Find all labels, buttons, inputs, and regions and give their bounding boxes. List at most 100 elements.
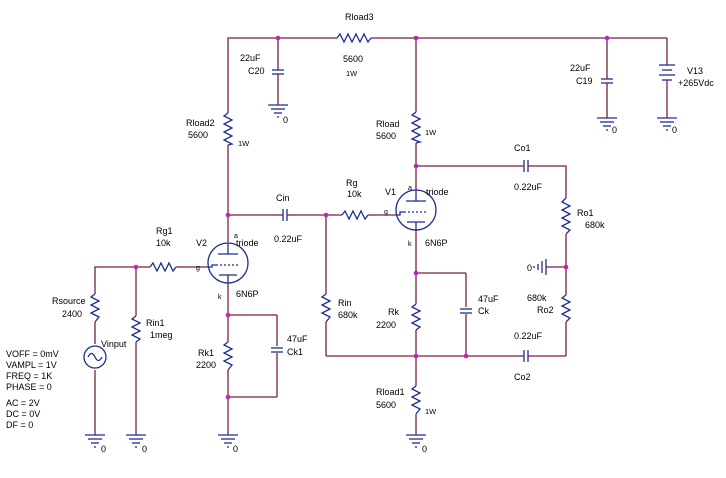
ck1-value: 47uF — [287, 334, 308, 344]
ground-c20-label: 0 — [283, 115, 288, 125]
rload3-value: 5600 — [343, 54, 363, 64]
resistor-rg1: Rg1 10k — [149, 226, 177, 273]
capacitor-co2: 0.22uF Co2 — [514, 331, 543, 382]
co2-name: Co2 — [514, 372, 531, 382]
ground-vinput-label: 0 — [101, 444, 106, 454]
rload2-name: Rload2 — [186, 118, 215, 128]
vinput-param-3: FREQ = 1K — [6, 371, 52, 381]
resistor-rload2: Rload2 5600 1W — [186, 112, 250, 148]
rload-name: Rload — [376, 119, 400, 129]
co1-value: 0.22uF — [514, 182, 543, 192]
triode-v2: a g k V2 triode 6N6P — [196, 233, 259, 301]
co2-value: 0.22uF — [514, 331, 543, 341]
ground-vinput: 0 — [85, 434, 106, 454]
vinput-param-4: PHASE = 0 — [6, 382, 52, 392]
rload2-power: 1W — [238, 139, 250, 148]
c19-name: C19 — [576, 76, 593, 86]
ground-v13-label: 0 — [672, 125, 677, 135]
resistor-ro1: Ro1 680k — [560, 197, 605, 235]
rk-name: Rk — [388, 307, 399, 317]
capacitor-cin: Cin 0.22uF — [274, 193, 303, 244]
resistor-ro2: 680k Ro2 — [527, 293, 572, 323]
ground-c19-label: 0 — [612, 125, 617, 135]
rk1-value: 2200 — [196, 360, 216, 370]
rsource-value: 2400 — [62, 309, 82, 319]
resistor-rload: Rload 5600 1W — [376, 111, 437, 144]
v2-pin-g: g — [196, 265, 200, 272]
ro2-value: 680k — [527, 293, 547, 303]
ground-rload1-label: 0 — [422, 444, 427, 454]
resistor-rg: Rg 10k — [341, 178, 369, 221]
rload-power: 1W — [425, 128, 437, 137]
rin-value: 680k — [338, 310, 358, 320]
ro2-name: Ro2 — [537, 305, 554, 315]
rin1-value: 1meg — [150, 330, 173, 340]
v2-pin-a: a — [234, 233, 238, 240]
rload3-power: 1W — [346, 69, 358, 78]
rg-value: 10k — [347, 189, 362, 199]
v2-name: V2 — [196, 238, 207, 248]
ck1-name: Ck1 — [287, 347, 303, 357]
vinput-param-1: VOFF = 0mV — [6, 349, 59, 359]
rg1-value: 10k — [156, 238, 171, 248]
resistor-rk: Rk 2200 — [376, 303, 422, 331]
ground-ro-label: 0 — [527, 263, 532, 273]
ground-rin1: 0 — [126, 434, 147, 454]
v1-pin-k: k — [408, 241, 412, 248]
triode-v1: a g k V1 triode 6N6P — [384, 185, 449, 248]
v13-value: +265Vdc — [678, 78, 714, 88]
resistor-rin1: Rin1 1meg — [130, 315, 173, 343]
rk1-name: Rk1 — [198, 348, 214, 358]
resistor-rin: Rin 680k — [320, 293, 358, 323]
rload1-name: Rload1 — [376, 387, 405, 397]
vinput-ac-2: DC = 0V — [6, 409, 40, 419]
wires — [94, 37, 668, 435]
vinput-name: Vinput — [101, 339, 127, 349]
capacitor-ck1: 47uF Ck1 — [271, 334, 308, 357]
rin-name: Rin — [338, 298, 352, 308]
capacitor-ck: 47uF Ck — [460, 294, 499, 316]
resistor-rload1: Rload1 5600 1W — [376, 385, 437, 416]
cin-name: Cin — [276, 193, 290, 203]
ac-source-vinput: Vinput VOFF = 0mV VAMPL = 1V FREQ = 1K P… — [6, 339, 127, 430]
rsource-name: Rsource — [52, 296, 86, 306]
vinput-ac-1: AC = 2V — [6, 398, 40, 408]
v1-name: V1 — [385, 187, 396, 197]
rg1-name: Rg1 — [156, 226, 173, 236]
rk-value: 2200 — [376, 320, 396, 330]
ck-value: 47uF — [478, 294, 499, 304]
resistor-rsource: Rsource 2400 — [52, 293, 101, 323]
v1-pin-a: a — [408, 185, 412, 192]
v1-part: 6N6P — [425, 238, 448, 248]
junction-dots — [133, 35, 610, 400]
ground-v13: 0 — [657, 117, 677, 135]
v13-name: V13 — [687, 66, 703, 76]
vinput-ac-3: DF = 0 — [6, 420, 33, 430]
vinput-param-2: VAMPL = 1V — [6, 360, 57, 370]
rload1-power: 1W — [425, 407, 437, 416]
co1-name: Co1 — [514, 143, 531, 153]
c20-name: C20 — [248, 66, 265, 76]
capacitor-c20: 22uF C20 — [240, 53, 284, 77]
v2-pin-k: k — [218, 294, 222, 301]
ground-ro: 0 — [527, 259, 547, 275]
rload3-name: Rload3 — [345, 12, 374, 22]
capacitor-c19: 22uF C19 — [570, 63, 613, 87]
ground-c19: 0 — [597, 117, 617, 135]
v1-pin-g: g — [384, 209, 388, 216]
v2-part: 6N6P — [236, 289, 259, 299]
ground-rk1-label: 0 — [233, 444, 238, 454]
resistor-rk1: Rk1 2200 — [196, 341, 234, 371]
c20-value: 22uF — [240, 53, 261, 63]
rload2-value: 5600 — [188, 130, 208, 140]
ro1-name: Ro1 — [577, 208, 594, 218]
rload-value: 5600 — [376, 131, 396, 141]
ground-rload1: 0 — [406, 434, 427, 454]
rin1-name: Rin1 — [146, 318, 165, 328]
ground-c20: 0 — [268, 104, 288, 125]
ground-rk1: 0 — [218, 434, 238, 454]
cin-value: 0.22uF — [274, 234, 303, 244]
v2-model: triode — [236, 238, 259, 248]
ground-rin1-label: 0 — [142, 444, 147, 454]
